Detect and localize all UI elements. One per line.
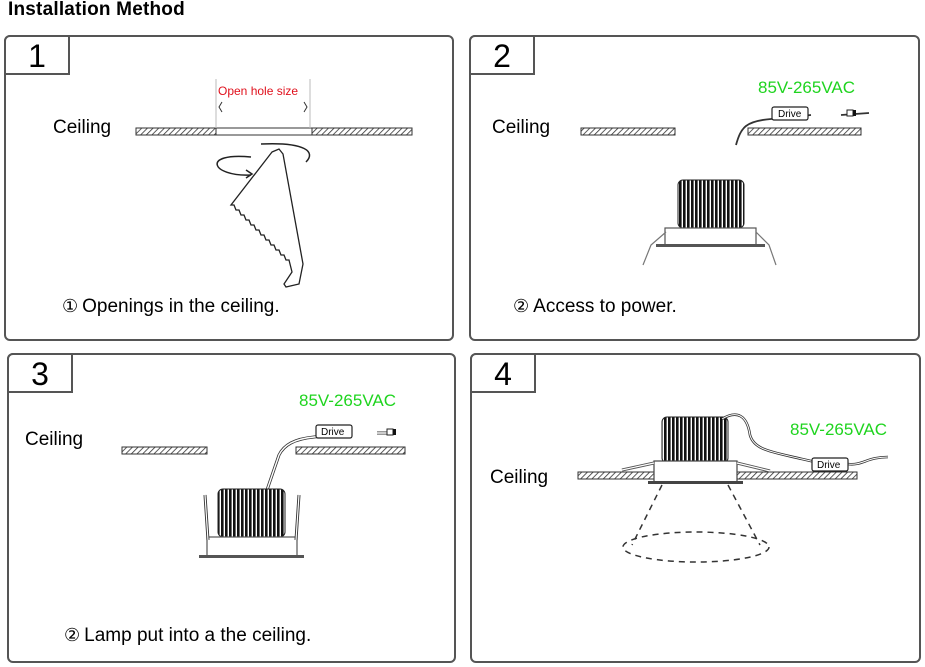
driver-cable: Drive [735,106,870,146]
step-panel-4: 4 Ceiling 85V-265VAC Drive [470,353,921,663]
driver-label: Drive [321,427,345,438]
ceiling-label: Ceiling [490,467,549,488]
step-marker: ② [513,296,530,316]
ceiling-section [135,79,413,136]
driver-cable: Drive [265,424,396,491]
step-number: 1 [4,35,70,75]
ceiling-section [121,446,406,455]
ceiling-label: Ceiling [53,117,112,138]
ceiling-label: Ceiling [25,429,84,450]
step-marker: ① [62,296,79,316]
installed-downlight-icon [621,416,771,484]
driver-label: Drive [778,109,802,120]
step-number: 3 [7,353,73,393]
voltage-label: 85V-265VAC [790,420,888,439]
downlight-icon [642,179,777,266]
light-beam-cone [622,484,770,563]
installed-lamp-diagram: Drive [577,413,889,563]
ceiling-cut-diagram [135,79,413,288]
driver-cable: Drive [721,413,889,472]
downlight-icon [199,488,304,558]
step-number: 4 [470,353,536,393]
jigsaw-blade-icon [229,148,304,288]
driver-label: Drive [817,460,841,471]
open-hole-size-label: Open hole size [218,84,299,98]
ceiling-label: Ceiling [492,117,551,138]
page-title: Installation Method [8,0,185,20]
ceiling-section [580,127,862,136]
lamp-insert-diagram: Drive [121,424,406,558]
step-marker: ② [64,625,81,645]
caption-text: Lamp put into a the ceiling. [84,625,312,646]
step-number: 2 [469,35,535,75]
power-access-diagram: Drive [580,106,870,266]
caption-text: Openings in the ceiling. [82,296,280,317]
caption-text: Access to power. [533,296,677,317]
voltage-label: 85V-265VAC [299,391,397,410]
voltage-label: 85V-265VAC [758,78,856,97]
rotation-arrow-icon [216,143,311,179]
